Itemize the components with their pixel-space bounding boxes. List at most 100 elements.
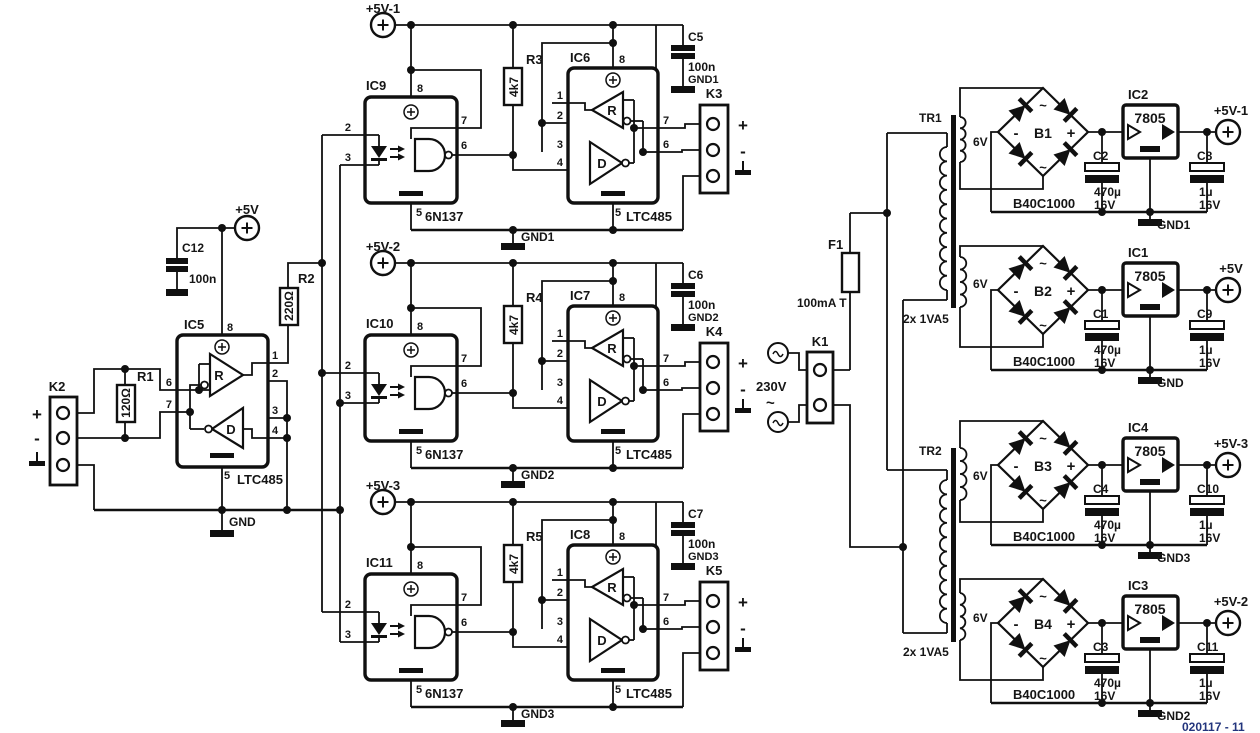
ch3-minus-label: - — [740, 619, 746, 638]
c12-cap-icon — [166, 258, 188, 296]
ch1-res-value: 4k7 — [507, 77, 521, 97]
tr1-rating: 2x 1VA5 — [903, 312, 949, 326]
ch2-opto-ref: IC10 — [366, 316, 393, 331]
r1-ref: R1 — [137, 369, 154, 384]
mains-voltage-label: 230V — [756, 379, 787, 394]
ch2-gnd-label: GND2 — [521, 468, 555, 482]
ch2-opto-pin5: 5 — [416, 445, 422, 457]
ch2-ltc-pin3: 3 — [557, 377, 563, 389]
ch1-gnd-label: GND1 — [521, 230, 555, 244]
transformer-tr2 — [939, 447, 968, 642]
ic1-ref: IC1 — [1128, 245, 1148, 260]
f1-ref: F1 — [828, 237, 843, 252]
ch2-cap-gnd: GND2 — [688, 312, 719, 324]
ch3-cap-ref: C7 — [688, 507, 704, 521]
ch3-supply-label: +5V-3 — [366, 478, 400, 493]
b2-plus: + — [1067, 283, 1076, 300]
b3-part: B40C1000 — [1013, 529, 1075, 544]
ch1-ltc-pin6: 6 — [663, 139, 669, 151]
ic5-pin8: 8 — [227, 322, 233, 334]
tr2-sec2-voltage: 6V — [973, 611, 988, 625]
mains-ac-label: ~ — [766, 395, 775, 412]
c1-ref: C1 — [1093, 307, 1109, 321]
ch3-ltc-pin3: 3 — [557, 616, 563, 628]
rail1-out-label: +5V-1 — [1214, 103, 1248, 118]
ch2-ltc-pin6: 6 — [663, 377, 669, 389]
ch1-opto-part: 6N137 — [425, 209, 463, 224]
ic2-part: 7805 — [1134, 110, 1165, 126]
ch3-res-value: 4k7 — [507, 554, 521, 574]
ch2-opto-pin7: 7 — [461, 353, 467, 365]
ch1-ltc-pin7: 7 — [663, 115, 669, 127]
psu-input-section: K1 F1 100mA T 230V ~ TR1 2x 1VA5 TR2 2x … — [756, 87, 1044, 681]
psu-rail-4: B4 - + ~ ~ B40C1000 IC3 7805 C3 470µ 16V… — [991, 578, 1248, 723]
b2-ac-top: ~ — [1039, 256, 1047, 271]
c3-voltage: 16V — [1094, 689, 1115, 703]
ch1-opto-pin8: 8 — [417, 83, 423, 95]
ch3-cap-value: 100n — [688, 537, 715, 551]
series-resistor — [278, 286, 300, 327]
b1-minus: - — [1014, 125, 1019, 142]
ch3-ltc-pin6: 6 — [663, 616, 669, 628]
input-connector — [28, 395, 79, 487]
ch2-opto-pin6: 6 — [461, 378, 467, 390]
ch2-supply-label: +5V-2 — [366, 239, 400, 254]
c2-ref: C2 — [1093, 149, 1109, 163]
ch2-res-ref: R4 — [526, 290, 543, 305]
secondary-feed-wires — [959, 87, 1044, 681]
b4-part: B40C1000 — [1013, 687, 1075, 702]
c8-value: 1µ — [1199, 185, 1213, 199]
ic5-pin7: 7 — [166, 399, 172, 411]
ch1-cap-ref: C5 — [688, 30, 704, 44]
c11-value: 1µ — [1199, 676, 1213, 690]
ch2-receiver-label: R — [607, 341, 617, 356]
ch2-cap-ref: C6 — [688, 268, 704, 282]
rail2-gnd-label: GND — [1157, 376, 1184, 390]
ch1-ltc-part: LTC485 — [626, 209, 672, 224]
b4-ref: B4 — [1034, 616, 1052, 632]
channel-3: +5V-3 IC11 8 2 3 7 6 5 6N137 R5 4k7 IC8 … — [322, 478, 751, 727]
ch1-ltc-pin5: 5 — [615, 207, 621, 219]
psu-rail-1: B1 - + ~ ~ B40C1000 IC2 7805 C2 470µ 16V… — [991, 87, 1248, 232]
c12-ref: C12 — [182, 241, 204, 255]
b3-ac-bottom: ~ — [1039, 493, 1047, 508]
ch2-ltc-pin1: 1 — [557, 328, 563, 340]
ch3-ltc-pin5: 5 — [615, 684, 621, 696]
ch3-ltc-ref: IC8 — [570, 527, 590, 542]
ch1-cap-gnd: GND1 — [688, 74, 719, 86]
ic1-part: 7805 — [1134, 268, 1165, 284]
ch3-plus-label: + — [738, 593, 748, 612]
ch3-opto-part: 6N137 — [425, 686, 463, 701]
c1-value: 470µ — [1094, 343, 1121, 357]
c10-ref: C10 — [1197, 482, 1219, 496]
ch3-driver-label: D — [597, 633, 606, 648]
c10-value: 1µ — [1199, 518, 1213, 532]
r1-value: 120Ω — [119, 388, 133, 418]
ic5-part: LTC485 — [237, 472, 283, 487]
ic5-pin3: 3 — [272, 405, 278, 417]
b1-ref: B1 — [1034, 125, 1052, 141]
channel-2: +5V-2 IC10 8 2 3 7 6 5 6N137 R4 4k7 IC7 … — [322, 239, 751, 488]
b1-part: B40C1000 — [1013, 196, 1075, 211]
master-supply-terminal — [233, 214, 261, 242]
driver-triangle-icon — [209, 405, 245, 450]
ch3-opto-pin3: 3 — [345, 629, 351, 641]
ch3-cap-gnd: GND3 — [688, 551, 719, 563]
opto-bus-wires — [318, 135, 344, 642]
ch2-plus-label: + — [738, 354, 748, 373]
tr2-ref: TR2 — [919, 444, 942, 458]
ch1-ltc-ref: IC6 — [570, 50, 590, 65]
c9-ref: C9 — [1197, 307, 1213, 321]
tr2-rating: 2x 1VA5 — [903, 645, 949, 659]
ch3-ltc-pin7: 7 — [663, 592, 669, 604]
ch1-opto-pin3: 3 — [345, 152, 351, 164]
ch2-ltc-pin8: 8 — [619, 292, 625, 304]
ch3-ltc-part: LTC485 — [626, 686, 672, 701]
ch2-driver-label: D — [597, 394, 606, 409]
rail1-gnd-label: GND1 — [1157, 218, 1191, 232]
tr1-sec1-voltage: 6V — [973, 135, 988, 149]
ic3-ref: IC3 — [1128, 578, 1148, 593]
b1-ac-bottom: ~ — [1039, 160, 1047, 175]
